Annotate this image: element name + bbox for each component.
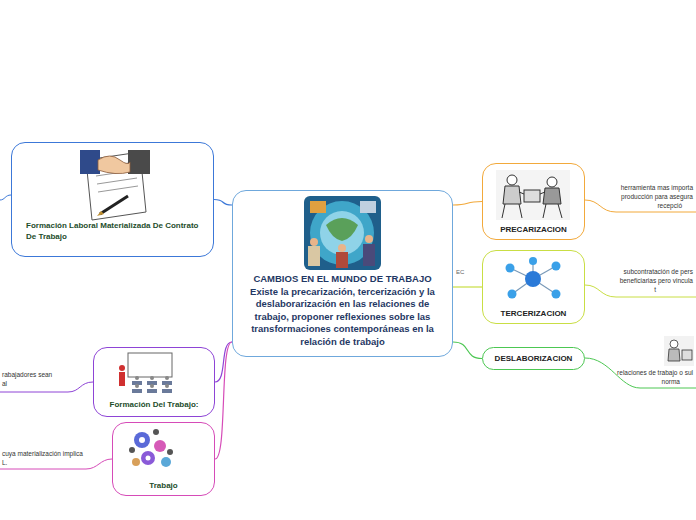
branch-connector [214,200,232,206]
branch-connector [215,342,232,382]
node-title: Formación Del Trabajo: [98,400,210,410]
note-text: subcontratación de pers [624,267,693,276]
branch-connector [453,202,482,206]
node-title: Trabajo [117,481,210,491]
note-text: t [654,285,656,294]
network-illustration [506,257,561,299]
node-title: DESLABORIZACION [487,354,580,364]
topic-box: Formación Del Trabajo: [93,347,215,417]
note-text: beneficiarias pero vincula [620,276,693,285]
work-illustration [129,429,173,467]
topic-box: DESLABORIZACION [482,347,585,370]
branch-connector [453,342,482,359]
topic-box: Trabajo [112,422,215,496]
central-topic: CAMBIOS EN EL MUNDO DE TRABAJOExiste la … [232,190,453,357]
node-title: PRECARIZACION [487,225,580,235]
note-text: rabajadores sean [2,370,52,379]
note-text: EC [456,268,464,277]
note-text: herramienta mas importa [621,183,693,192]
note-text: al [2,379,7,388]
note-illustration [664,336,694,366]
central-illustration [304,196,381,270]
topic-box: Formación Laboral Materializada De Contr… [11,142,214,257]
classroom-illustration [119,353,172,393]
note-text: recepció [657,201,682,210]
node-body: Existe la precarización, tercerización y… [241,286,444,349]
contract-illustration [80,150,150,220]
leader-lines [0,195,696,469]
node-title: CAMBIOS EN EL MUNDO DE TRABAJO [241,273,444,286]
note-text: relaciones de trabajo o sul [617,368,693,377]
node-title: Formación Laboral Materializada De Contr… [26,221,199,242]
note-text: cuya materialización implica [2,449,83,458]
note-text: L. [2,458,7,467]
node-title: TERCERIZACION [487,309,580,319]
topic-box: TERCERIZACION [482,250,585,324]
note-text: producción para asegura [621,192,693,201]
note-text: norma [662,377,680,386]
topic-box: PRECARIZACION [482,163,585,240]
branch-connector [215,342,232,459]
branch-connector [453,287,482,288]
workers-illustration [496,170,570,220]
